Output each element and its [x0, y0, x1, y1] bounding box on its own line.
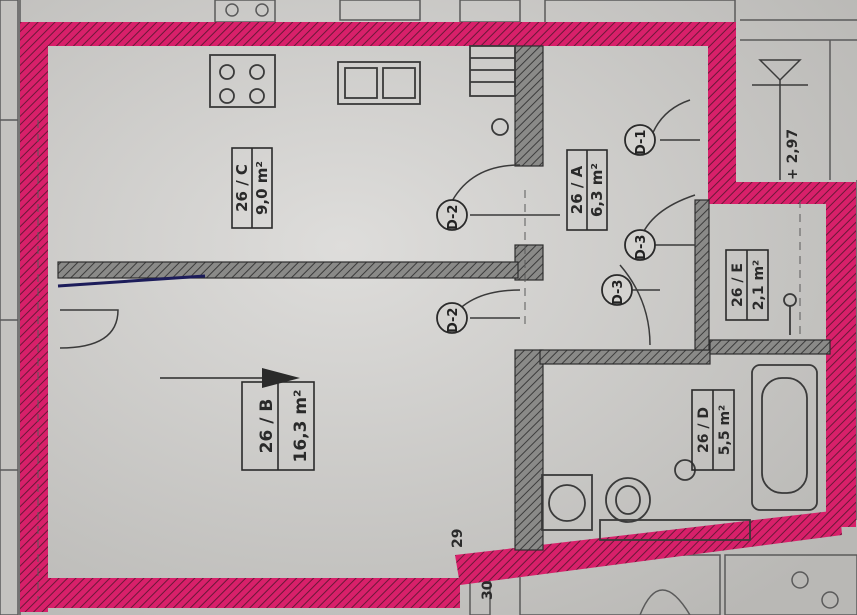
door-tag-d3-upper [624, 229, 656, 261]
door-label-d2-upper: D-2 [446, 205, 461, 230]
door-label-d2-lower: D-2 [446, 308, 461, 333]
room-e-area: 2,1 m² [751, 260, 767, 310]
room-a-area: 6,3 m² [588, 163, 606, 217]
dimension-lines [37, 120, 801, 600]
room-d-code: 26 / D [696, 407, 712, 453]
arrow-marker [262, 368, 300, 388]
apartment-outline [20, 22, 856, 612]
room-a-code: 26 / A [568, 165, 586, 214]
dimension-29: 29 [450, 529, 466, 548]
room-c-area: 9,0 m² [253, 161, 271, 215]
door-swings [59, 99, 700, 349]
room-b-area: 16,3 m² [291, 389, 311, 462]
door-tag-d3-lower [601, 274, 633, 306]
interior-walls [57, 45, 831, 551]
kitchen-fixtures [209, 45, 516, 136]
room-c-code: 26 / C [233, 164, 251, 212]
dimension-30: 30 [480, 580, 496, 600]
door-label-d3-upper: D-3 [634, 235, 649, 260]
door-tags [436, 124, 656, 334]
room-d-area: 5,5 m² [717, 405, 733, 455]
pen-marking [57, 274, 206, 288]
door-label-d3-lower: D-3 [611, 280, 626, 305]
room-b-code: 26 / B [257, 399, 277, 454]
door-tag-d2-lower [436, 302, 468, 334]
level-label: + 2,97 [785, 129, 801, 180]
bathroom-fixtures [541, 293, 818, 541]
level-marker-symbol [752, 59, 808, 180]
door-label-d1: D-1 [634, 130, 649, 155]
room-e-code: 26 / E [730, 263, 746, 307]
door-tag-d1 [624, 124, 656, 156]
door-tag-d2-upper [436, 199, 468, 231]
